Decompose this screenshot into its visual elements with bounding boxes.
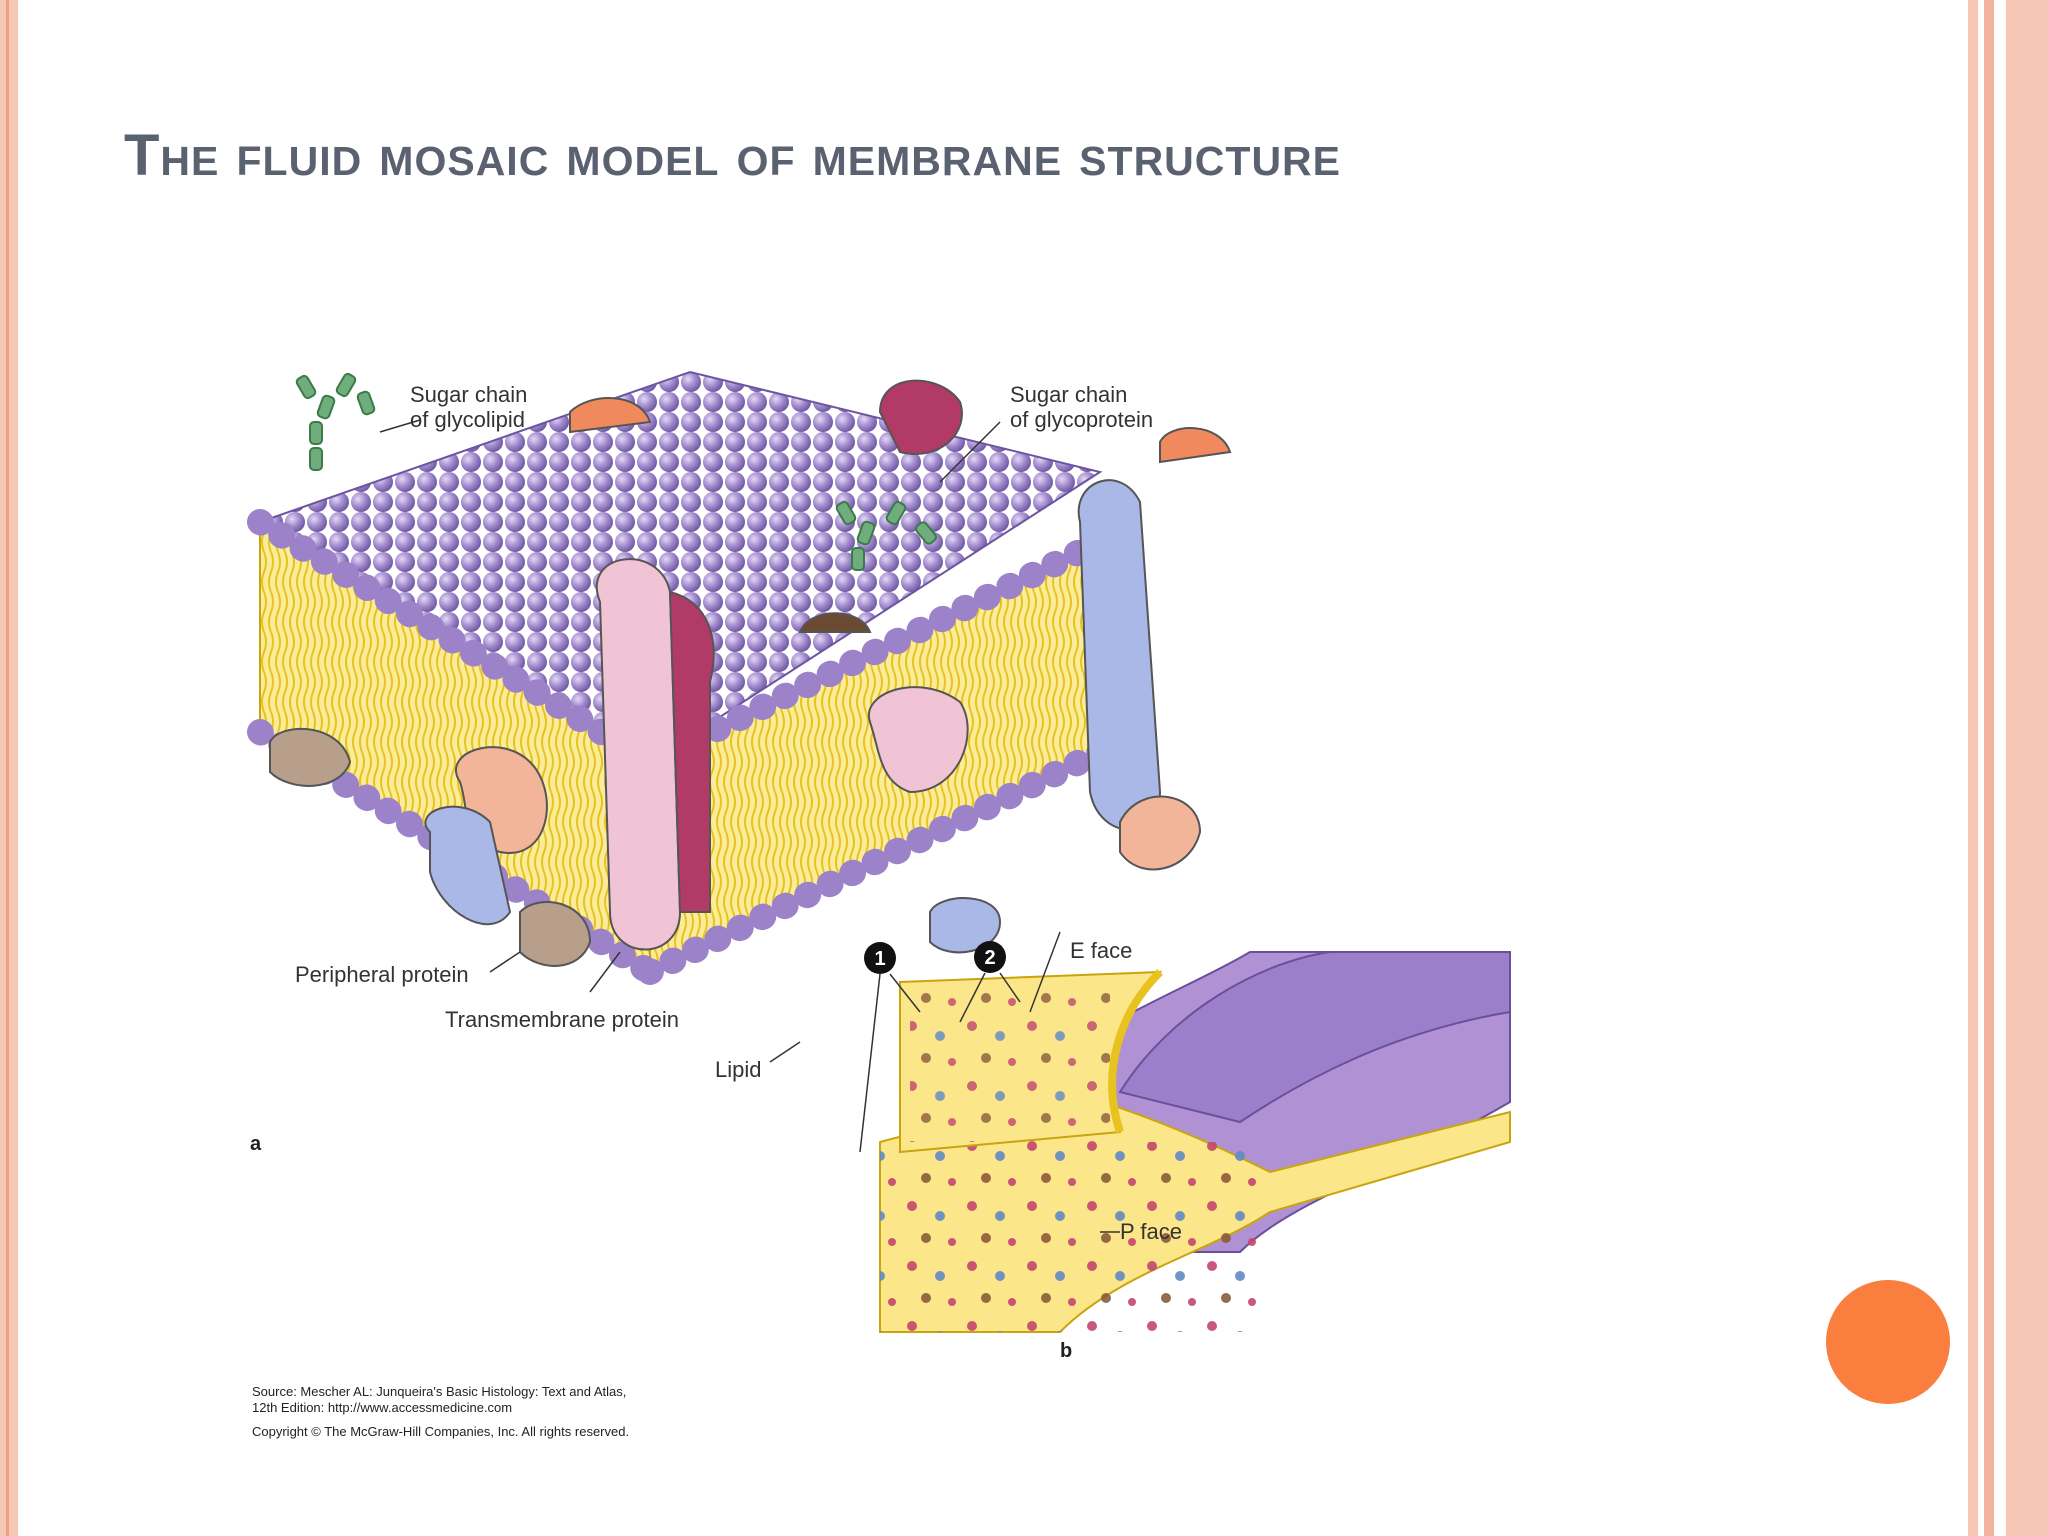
label-sugar-chain-glycolipid-1: Sugar chain	[410, 382, 527, 407]
label-sugar-chain-glycoprotein-2: of glycoprotein	[1010, 407, 1153, 432]
sugar-chain-glycoprotein	[835, 500, 938, 571]
transmembrane-protein-blue	[1077, 479, 1162, 831]
peripheral-protein-pink	[867, 686, 969, 794]
source-line-3: Copyright © The McGraw-Hill Companies, I…	[252, 1424, 629, 1439]
peripheral-protein-peach-right	[1119, 795, 1202, 871]
leader-lines-b	[859, 931, 1120, 1233]
label-p-face: P face	[1120, 1219, 1182, 1244]
transmembrane-protein	[596, 558, 715, 951]
label-lipid: Lipid	[715, 1057, 761, 1082]
peripheral-protein-brown	[519, 901, 592, 967]
marker-2-text: 2	[984, 947, 995, 969]
source-line-1: Source: Mescher AL: Junqueira's Basic Hi…	[252, 1384, 626, 1399]
membrane-block	[247, 370, 1113, 985]
peripheral-protein-blue-left	[424, 805, 512, 926]
peripheral-protein-blue-bottom	[929, 897, 1002, 954]
label-e-face: E face	[1070, 938, 1132, 963]
surface-protein-orange	[569, 397, 1232, 464]
glycoprotein-knob	[798, 379, 963, 633]
label-sugar-chain-glycoprotein-1: Sugar chain	[1010, 382, 1127, 407]
fracture-marker-2: 2	[974, 941, 1006, 973]
label-peripheral-protein: Peripheral protein	[295, 962, 469, 987]
freeze-fracture-panel	[879, 951, 1511, 1333]
marker-1-text: 1	[874, 948, 885, 970]
sugar-chain-glycolipid	[295, 372, 376, 471]
right-border-decoration	[1964, 0, 2048, 1536]
fracture-marker-1: 1	[864, 942, 896, 974]
peripheral-protein-brown-left	[269, 727, 352, 787]
label-sugar-chain-glycolipid-2: of glycolipid	[410, 407, 525, 432]
slide-title: The fluid mosaic model of membrane struc…	[124, 123, 1342, 188]
panel-a-label: a	[250, 1133, 262, 1155]
orange-circle-decoration	[1826, 1280, 1950, 1404]
panel-b-label: b	[1060, 1340, 1072, 1362]
source-line-2: 12th Edition: http://www.accessmedicine.…	[252, 1400, 512, 1415]
membrane-figure: Sugar chain of glycolipid Sugar chain of…	[240, 352, 1720, 1462]
left-border-decoration	[0, 0, 18, 1536]
leader-lines-a	[379, 419, 1001, 1063]
label-transmembrane-protein: Transmembrane protein	[445, 1007, 679, 1032]
